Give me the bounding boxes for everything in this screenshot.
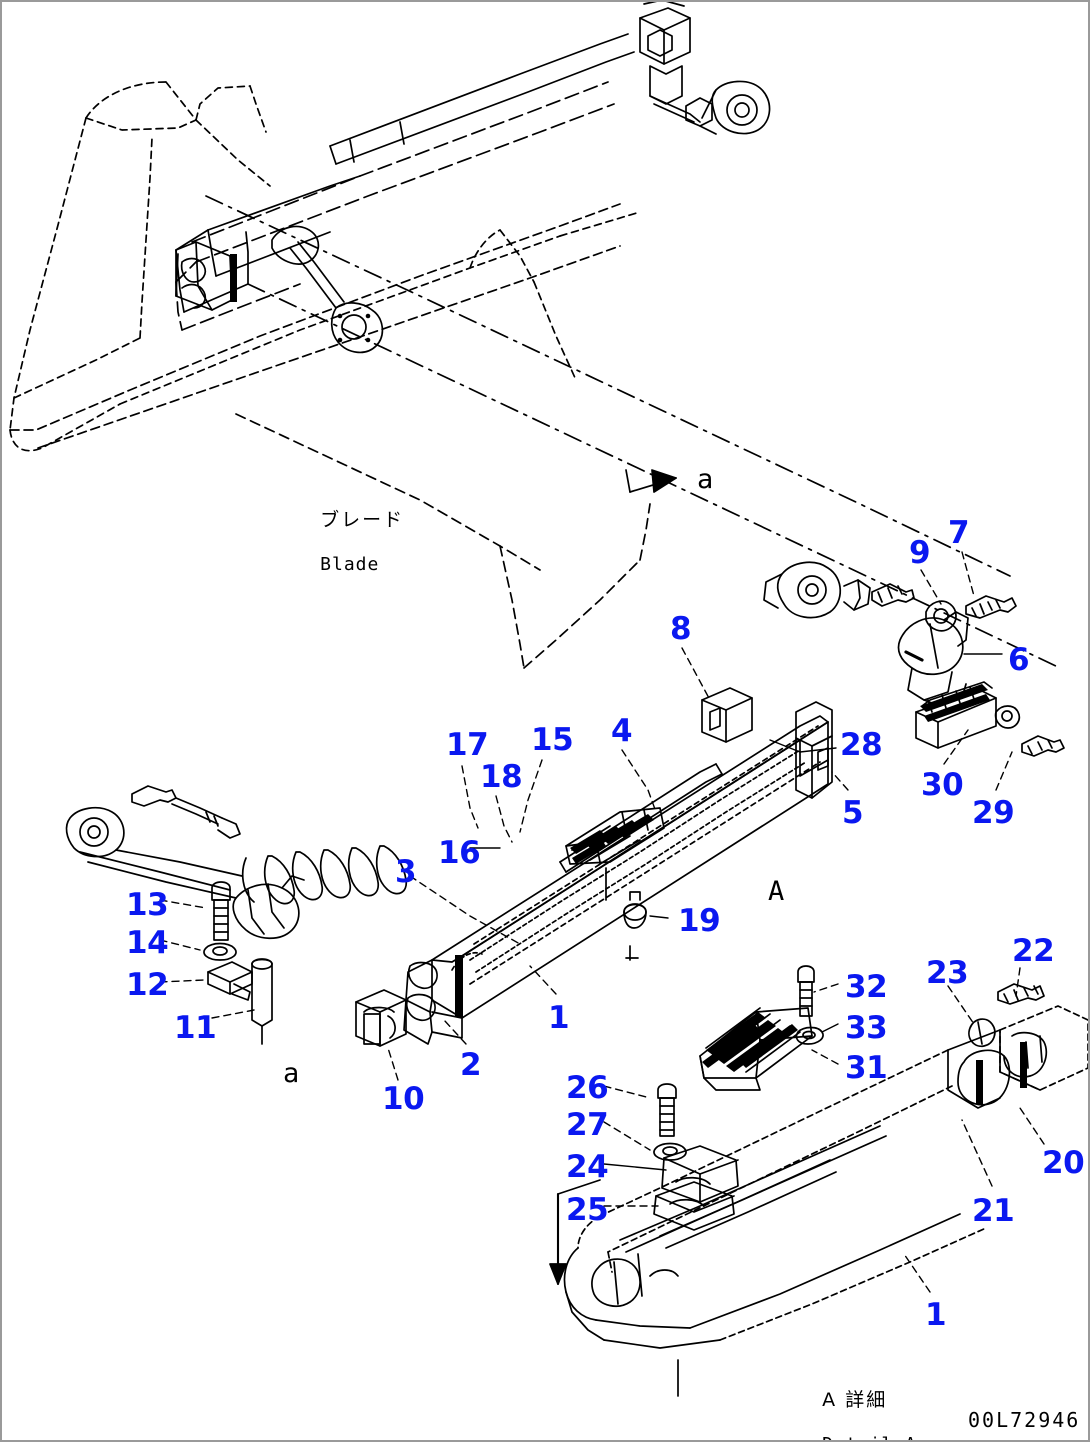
leader-lines <box>159 551 1045 1293</box>
part-callout-8: 8 <box>670 611 692 647</box>
guard-plate-25 <box>653 1181 735 1231</box>
left-lift-arm <box>65 806 305 940</box>
section-marker-upper-a: a <box>697 464 714 495</box>
plug-19 <box>623 891 647 929</box>
washer-27 <box>653 1142 687 1161</box>
block-10 <box>355 989 407 1047</box>
scan-edge-bottom <box>0 1440 1090 1442</box>
scan-edge-right <box>1088 0 1090 1442</box>
washer-14 <box>203 942 237 961</box>
rear-frame-lines <box>577 1049 953 1273</box>
part-callout-32: 32 <box>845 969 888 1005</box>
scan-edge-left <box>0 0 2 1442</box>
blade-label-en: Blade <box>320 553 380 575</box>
part-callout-1: 1 <box>925 1297 947 1333</box>
part-callout-25: 25 <box>566 1192 609 1228</box>
clamp-28-30-fill <box>920 684 990 722</box>
part-callout-4: 4 <box>611 713 633 749</box>
step-plate-31-fill <box>702 1012 798 1072</box>
spring-washer-stack <box>241 845 408 905</box>
part-callout-13: 13 <box>126 887 169 923</box>
blade-rod-joint <box>271 225 384 354</box>
scan-edge-top <box>0 0 1090 2</box>
drawing-number: 00L72946 <box>968 1408 1081 1432</box>
section-marker-main-a: A <box>768 876 785 907</box>
bolt-13 <box>211 881 231 941</box>
main-drawbar-beam <box>403 715 829 1045</box>
leader-ticks <box>605 867 639 961</box>
part-callout-2: 2 <box>460 1047 482 1083</box>
part-callout-11: 11 <box>174 1010 217 1046</box>
arm-bolt-top <box>131 785 241 839</box>
part-callout-33: 33 <box>845 1010 888 1046</box>
part-callout-10: 10 <box>382 1081 425 1117</box>
part-callout-9: 9 <box>909 535 931 571</box>
part-callout-23: 23 <box>926 955 969 991</box>
part-callout-26: 26 <box>566 1070 609 1106</box>
plate-12 <box>207 961 253 1001</box>
blade-body <box>9 203 651 669</box>
part-callout-6: 6 <box>1008 642 1030 678</box>
detail-a-label-jp: A 詳細 <box>822 1388 888 1411</box>
section-arrow-a-upper <box>625 469 677 493</box>
part-callout-29: 29 <box>972 795 1015 831</box>
bushing-9 <box>925 600 957 632</box>
right-hitch-block <box>763 561 915 619</box>
part-callout-5: 5 <box>842 795 864 831</box>
hydraulic-hose <box>451 749 807 973</box>
bolt-32 <box>797 965 815 1017</box>
part-callout-30: 30 <box>921 767 964 803</box>
push-arm-tube <box>175 33 635 313</box>
washer-29 <box>994 705 1021 729</box>
detail-a-assembly <box>563 1125 987 1349</box>
bolt-29-30 <box>1021 735 1065 757</box>
part-callout-12: 12 <box>126 967 169 1003</box>
beam-grip-pad-fill <box>570 814 654 864</box>
bolt-26 <box>657 1083 677 1137</box>
section-marker-lower-a: a <box>283 1058 300 1089</box>
part-callout-31: 31 <box>845 1050 888 1086</box>
part-callout-27: 27 <box>566 1107 609 1143</box>
part-callout-21: 21 <box>972 1193 1015 1229</box>
part-callout-24: 24 <box>566 1149 609 1185</box>
bracket-8 <box>701 687 753 743</box>
upper-hitch-block <box>639 0 691 105</box>
rear-frame-assembly <box>947 1005 1089 1109</box>
part-callout-28: 28 <box>840 727 883 763</box>
part-callout-14: 14 <box>126 925 169 961</box>
part-callout-22: 22 <box>1012 933 1055 969</box>
bolt-7 <box>965 595 1017 619</box>
blade-frame-lines <box>175 81 615 331</box>
part-callout-17: 17 <box>446 727 489 763</box>
upper-right-bracket <box>649 80 771 135</box>
part-callout-3: 3 <box>395 854 417 890</box>
pivot-yoke-6 <box>897 611 969 707</box>
detail-a-pointer <box>549 1179 601 1286</box>
part-callout-20: 20 <box>1042 1145 1085 1181</box>
detail-a-label-en: Detail A <box>822 1434 917 1442</box>
blade-outline <box>9 81 641 452</box>
part-callout-1: 1 <box>548 1000 570 1036</box>
guard-plate-24 <box>661 1145 739 1203</box>
part-callout-7: 7 <box>948 515 970 551</box>
part-callout-16: 16 <box>438 835 481 871</box>
pin-11 <box>251 958 273 1045</box>
detail-a-label: A 詳細 Detail A <box>790 1368 917 1442</box>
blade-label-jp: ブレード <box>320 508 405 531</box>
part-callout-19: 19 <box>678 903 721 939</box>
blade-label: ブレード Blade <box>288 488 404 597</box>
part-callout-18: 18 <box>480 759 523 795</box>
assembly-axis-line <box>205 195 1061 669</box>
part-callout-15: 15 <box>531 722 574 758</box>
bolt-22 <box>997 983 1045 1005</box>
